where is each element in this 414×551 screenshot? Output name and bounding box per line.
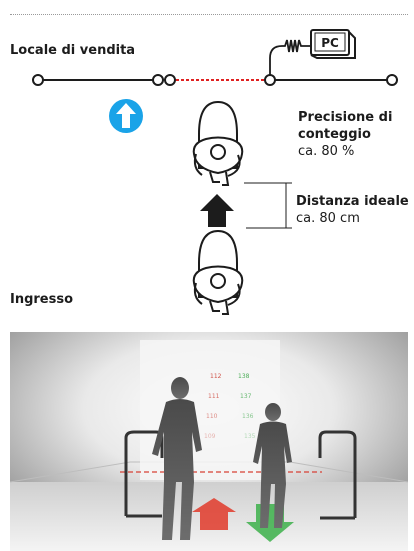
sales-area-label: Locale di vendita (10, 43, 136, 58)
pc-icon: PC (310, 29, 356, 59)
person-silhouette (253, 403, 292, 528)
display-number-red: 112 (210, 373, 222, 380)
entrance-label: Ingresso (10, 292, 74, 307)
top-dotted-divider (10, 14, 408, 15)
right-gate (318, 430, 357, 520)
pc-label: PC (321, 36, 339, 50)
display-number-green: 135 (244, 433, 256, 440)
center-post (164, 74, 176, 86)
person-topview-icon (192, 230, 244, 315)
red-floor-arrow (192, 498, 236, 530)
entrance-photo: 112 111 110 109 138 137 136 135 (10, 332, 408, 551)
left-barrier (32, 74, 164, 86)
right-barrier (264, 74, 398, 86)
distance-label: Distanza ideale ca. 80 cm (296, 194, 409, 226)
up-arrow-circle-icon (109, 99, 143, 133)
distance-marker (244, 182, 292, 229)
person-silhouette (152, 377, 202, 540)
person-topview-icon (192, 101, 244, 186)
display-number-green: 137 (240, 393, 252, 400)
counting-diagram: PC Locale di vendita Precisione di conte… (10, 29, 409, 315)
up-arrow-icon (200, 194, 234, 227)
display-number-green: 138 (238, 373, 250, 380)
precision-label: Precisione di conteggio ca. 80 % (298, 110, 393, 159)
pc-cable (269, 39, 311, 75)
display-number-red: 111 (208, 393, 220, 400)
display-number-red: 110 (206, 413, 218, 420)
display-number-green: 136 (242, 413, 254, 420)
display-number-red: 109 (204, 433, 216, 440)
